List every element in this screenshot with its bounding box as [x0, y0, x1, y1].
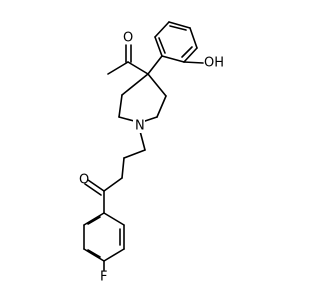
aryl-bond-6 — [154, 36, 163, 57]
ring-bond-c6-n — [144, 116, 158, 122]
ketone-double-bond-b — [84, 183, 102, 196]
aryl-bond-2 — [183, 47, 198, 63]
atom-labels: O OH N O F — [79, 31, 224, 285]
hydroxyl-bond — [183, 61, 204, 64]
aryl-inner-double-c — [158, 37, 166, 54]
ring-bond-c5-c6 — [156, 95, 167, 118]
hydroxyphenyl-ring — [147, 21, 204, 75]
fluoro-aryl-bond-3 — [103, 248, 125, 262]
chain-bond-3 — [121, 157, 125, 179]
butanone-chain — [84, 130, 146, 214]
fluoro-aryl-bond-4 — [83, 248, 105, 262]
aryl-bond-3 — [189, 27, 198, 49]
nitrogen-label-background — [133, 119, 145, 133]
aryl-bond-5 — [154, 21, 170, 38]
hydroxyl-label: OH — [204, 56, 224, 71]
aryl-bond-4 — [168, 21, 191, 29]
ring-bond-c4-c5 — [147, 73, 167, 97]
chain-bond-1 — [139, 130, 146, 151]
fluoro-aryl-bond-1 — [103, 212, 125, 226]
aryl-attachment-bond — [147, 55, 163, 75]
chain-bond-2 — [123, 149, 146, 159]
fluorophenyl-ring — [83, 212, 125, 271]
nitrogen-label: N — [135, 119, 145, 134]
ketone-double-bond-a — [87, 179, 105, 192]
oxygen-ketone-bottom-label: O — [79, 173, 89, 188]
fluorine-label: F — [100, 270, 107, 285]
oxygen-ketone-top-label: O — [123, 31, 133, 46]
chain-bond-4 — [103, 177, 123, 192]
fluoro-inner-double-b — [87, 249, 101, 258]
ring-bond-c2-c3 — [118, 94, 123, 118]
acetyl-quaternary-bond — [127, 61, 149, 75]
piperidine-ring — [118, 73, 167, 122]
ring-bond-n-c2 — [118, 116, 135, 122]
fluoro-aryl-bond-6 — [83, 212, 105, 226]
acetyl-methyl-bond — [107, 61, 129, 75]
aryl-inner-double-b — [169, 25, 187, 31]
acetyl-group — [107, 44, 149, 75]
aryl-bond-1 — [161, 55, 185, 63]
fluoro-inner-double-c — [87, 216, 101, 225]
ring-bond-c3-c4 — [121, 73, 149, 96]
chemical-structure-diagram: O OH N O F — [79, 21, 224, 285]
aryl-inner-double-a — [181, 46, 193, 58]
